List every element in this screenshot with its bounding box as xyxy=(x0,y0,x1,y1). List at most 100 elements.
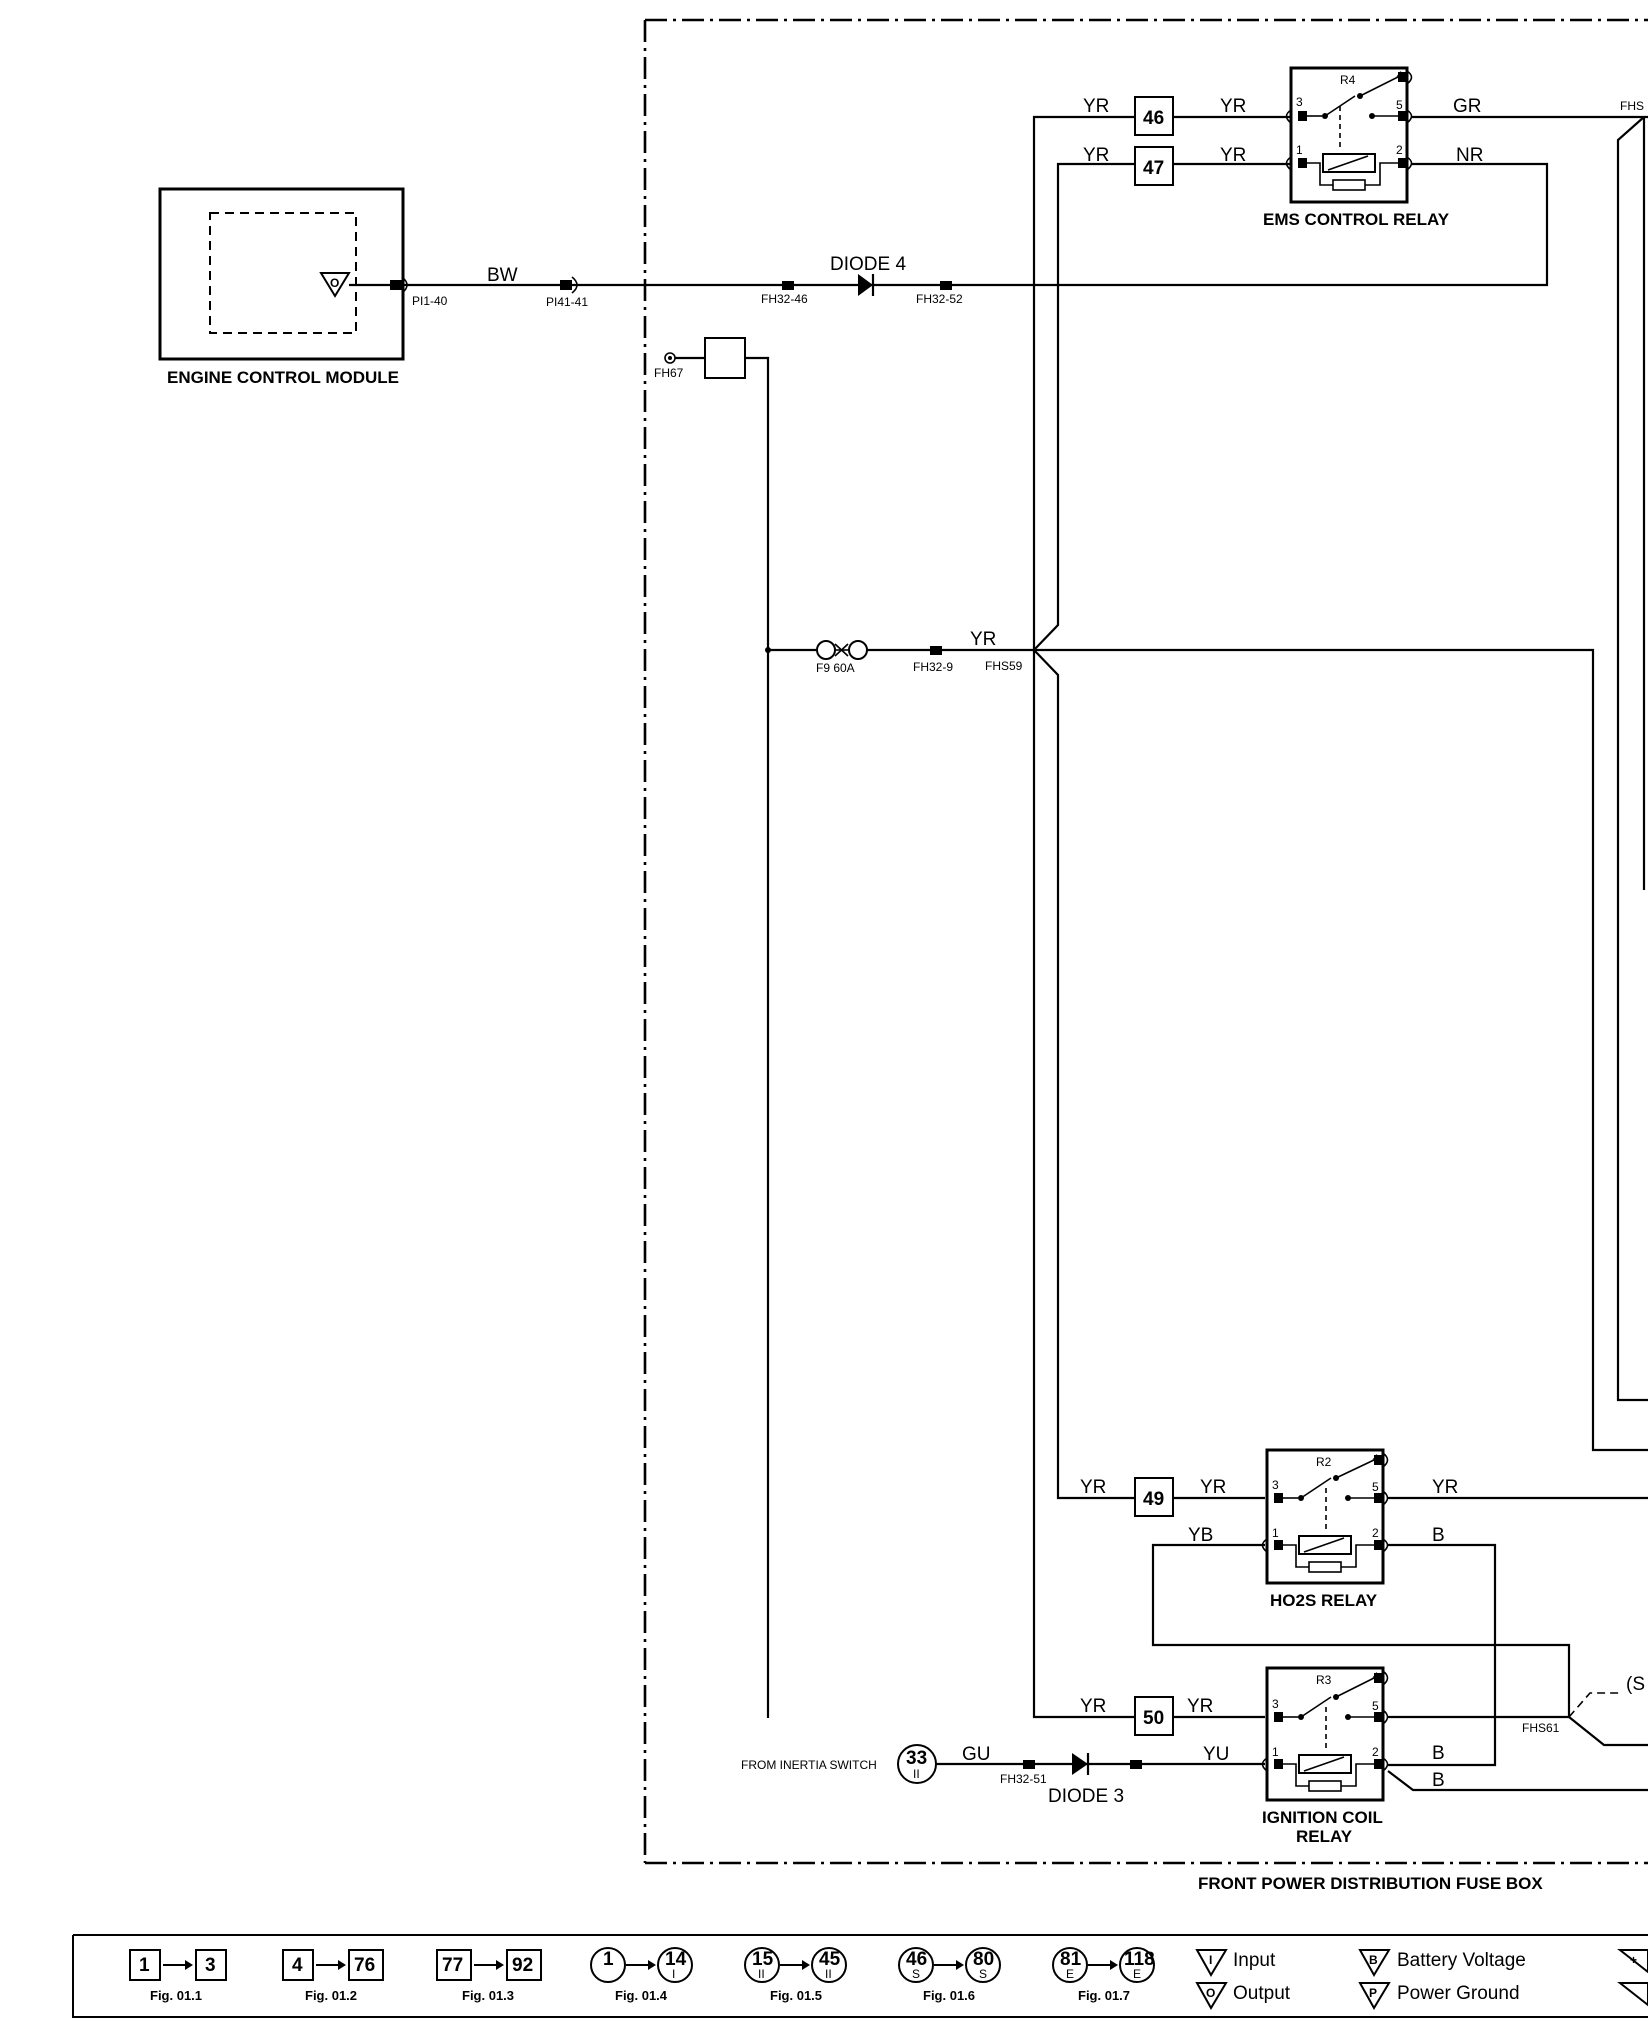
svg-text:+: + xyxy=(1630,1953,1637,1967)
ign-pin-4: 4 xyxy=(1372,1670,1379,1684)
wire-label-yr-49a: YR xyxy=(1080,1477,1106,1498)
wire-label-b-ho2s: B xyxy=(1432,1525,1445,1546)
svg-text:Output: Output xyxy=(1233,1983,1291,2004)
legend-output: O Output xyxy=(1195,1982,1291,2010)
legend-fig-01-1: 1 3 Fig. 01.1 xyxy=(129,1949,227,2003)
ems-pin-4: 4 xyxy=(1396,69,1403,83)
svg-text:1: 1 xyxy=(139,1955,150,1976)
svg-text:33: 33 xyxy=(906,1748,927,1769)
ems-relay-id: R4 xyxy=(1340,73,1356,87)
svg-text:E: E xyxy=(1133,1967,1141,1981)
ign-relay-label-1: IGNITION COIL xyxy=(1262,1808,1383,1827)
ign-pin-3: 3 xyxy=(1272,1697,1279,1711)
fh67-terminal xyxy=(664,337,770,1718)
wire-label-nr: NR xyxy=(1456,145,1483,166)
svg-text:118: 118 xyxy=(1124,1949,1155,1970)
svg-text:Fig. 01.2: Fig. 01.2 xyxy=(305,1988,357,2003)
svg-text:Fig. 01.5: Fig. 01.5 xyxy=(770,1988,822,2003)
svg-text:I: I xyxy=(1209,1953,1212,1967)
svg-text:Input: Input xyxy=(1233,1950,1276,1971)
svg-text:II: II xyxy=(825,1967,832,1981)
diode3-label: DIODE 3 xyxy=(1048,1786,1124,1807)
svg-text:3: 3 xyxy=(205,1955,216,1976)
legend-battery: B Battery Voltage xyxy=(1358,1949,1526,1977)
connector-fhs59: FHS59 xyxy=(985,659,1023,673)
wire-label-yr-f9: YR xyxy=(970,629,996,650)
ems-pin-3: 3 xyxy=(1296,95,1303,109)
svg-text:1: 1 xyxy=(603,1949,614,1970)
svg-text:45: 45 xyxy=(819,1949,841,1970)
ignition-coil-relay xyxy=(1261,1666,1389,1802)
svg-text:46: 46 xyxy=(906,1949,927,1970)
ho2s-pin-5: 5 xyxy=(1372,1480,1379,1494)
wire-label-gr: GR xyxy=(1453,96,1482,117)
svg-text:77: 77 xyxy=(442,1955,463,1976)
svg-text:P: P xyxy=(1369,1986,1377,2000)
ho2s-relay-label: HO2S RELAY xyxy=(1270,1591,1378,1610)
svg-text:76: 76 xyxy=(354,1955,375,1976)
connector-fhs61: FHS61 xyxy=(1522,1721,1560,1735)
ign-relay-id: R3 xyxy=(1316,1673,1332,1687)
svg-text:E: E xyxy=(1066,1967,1074,1981)
ho2s-pin-2: 2 xyxy=(1372,1526,1379,1540)
ecm-label: ENGINE CONTROL MODULE xyxy=(167,368,399,387)
svg-text:14: 14 xyxy=(665,1949,687,1970)
connector-fh32-9: FH32-9 xyxy=(913,660,953,674)
svg-text:47: 47 xyxy=(1143,158,1164,179)
connector-fh32-52: FH32-52 xyxy=(916,292,963,306)
engine-control-module: O xyxy=(158,187,408,361)
svg-text:Fig. 01.3: Fig. 01.3 xyxy=(462,1988,514,2003)
svg-text:Fig. 01.1: Fig. 01.1 xyxy=(150,1988,202,2003)
ems-pin-5: 5 xyxy=(1396,98,1403,112)
connector-pi41-41: PI41-41 xyxy=(546,295,588,309)
diode4-label: DIODE 4 xyxy=(830,254,906,275)
ign-pin-1: 1 xyxy=(1272,1745,1279,1759)
wire-label-gu: GU xyxy=(962,1744,991,1765)
legend-fig-01-7: 81 E 118 E Fig. 01.7 xyxy=(1052,1947,1155,2003)
wire-label-yr-ho2s-out: YR xyxy=(1432,1477,1458,1498)
svg-text:80: 80 xyxy=(973,1949,994,1970)
svg-text:Fig. 01.6: Fig. 01.6 xyxy=(923,1988,975,2003)
svg-text:49: 49 xyxy=(1143,1489,1164,1510)
svg-text:I: I xyxy=(672,1967,675,1981)
wire-label-yu: YU xyxy=(1203,1744,1229,1765)
legend-fig-01-3: 77 92 Fig. 01.3 xyxy=(436,1949,542,2003)
legend-fig-01-2: 4 76 Fig. 01.2 xyxy=(282,1949,384,2003)
wire-label-yr-47b: YR xyxy=(1220,145,1246,166)
ign-pin-5: 5 xyxy=(1372,1699,1379,1713)
ems-control-relay xyxy=(1285,66,1413,204)
connector-fh67: FH67 xyxy=(654,366,684,380)
svg-text:O: O xyxy=(330,276,339,290)
svg-text:S: S xyxy=(979,1967,987,1981)
connector-fh32-51: FH32-51 xyxy=(1000,1772,1047,1786)
wire-label-yr-46b: YR xyxy=(1220,96,1246,117)
ign-relay-label-2: RELAY xyxy=(1296,1827,1353,1846)
svg-text:II: II xyxy=(913,1767,920,1781)
fuse-47: 47 xyxy=(1134,146,1174,186)
legend-fig-01-5: 15 II 45 II Fig. 01.5 xyxy=(744,1947,847,2003)
fuse-50: 50 xyxy=(1134,1696,1174,1736)
ems-relay-label: EMS CONTROL RELAY xyxy=(1263,210,1450,229)
ho2s-pin-4: 4 xyxy=(1372,1452,1379,1466)
connector-pi1-40: PI1-40 xyxy=(412,294,448,308)
svg-text:II: II xyxy=(758,1967,765,1981)
legend-plus-partial: + xyxy=(1617,1949,1648,2007)
svg-text:Fig. 01.7: Fig. 01.7 xyxy=(1078,1988,1130,2003)
wire-label-yb: YB xyxy=(1188,1525,1213,1546)
svg-text:4: 4 xyxy=(292,1955,303,1976)
fuse-box-label: FRONT POWER DISTRIBUTION FUSE BOX xyxy=(1198,1874,1543,1893)
legend-ground: P Power Ground xyxy=(1358,1982,1520,2010)
legend-fig-01-4: 1 14 I Fig. 01.4 xyxy=(590,1947,693,2003)
connector-fhs-top: FHS xyxy=(1620,99,1644,113)
svg-text:O: O xyxy=(1206,1986,1215,2000)
svg-text:Fig. 01.4: Fig. 01.4 xyxy=(615,1988,668,2003)
ho2s-relay-id: R2 xyxy=(1316,1455,1332,1469)
svg-text:Battery Voltage: Battery Voltage xyxy=(1397,1950,1526,1971)
ho2s-pin-1: 1 xyxy=(1272,1526,1279,1540)
ign-pin-2: 2 xyxy=(1372,1745,1379,1759)
inertia-ref-circle: 33 II xyxy=(897,1744,937,1784)
wire-label-yr-50a: YR xyxy=(1080,1696,1106,1717)
fuse-f9-label: F9 60A xyxy=(816,661,855,675)
fuse-f9 xyxy=(816,640,868,660)
